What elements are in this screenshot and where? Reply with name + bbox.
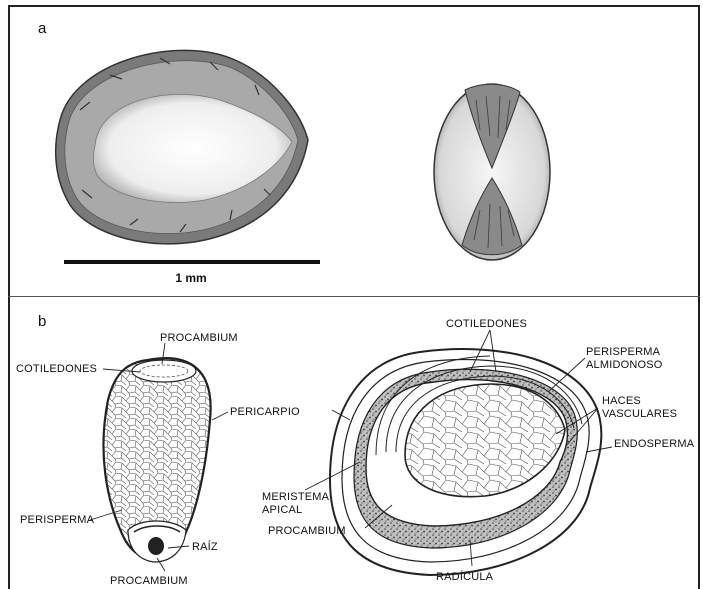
panel-a-label: a [38, 20, 47, 37]
label-raiz: RAÍZ [192, 540, 218, 553]
label-haces-1: HACES [602, 395, 641, 407]
seed-curved-section [330, 349, 601, 575]
label-cotiledones-left: COTILEDONES [16, 363, 97, 375]
label-perisperma: PERISPERMA [20, 514, 95, 526]
panel-b-label: b [38, 313, 46, 330]
label-meristema-2: APICAL [262, 504, 302, 516]
label-pericarpio: PERICARPIO [230, 406, 300, 418]
label-meristema-1: MERISTEMA [262, 491, 330, 503]
label-perisperma-almidonoso-1: PERISPERMA [586, 346, 661, 358]
scale-bar-label: 1 mm [175, 271, 206, 285]
seed-longitudinal-section [103, 358, 210, 562]
label-perisperma-almidonoso-2: ALMIDONOSO [586, 359, 663, 371]
label-haces-2: VASCULARES [602, 408, 677, 420]
label-procambium-right: PROCAMBIUM [268, 525, 346, 537]
seed-front-view [434, 84, 550, 260]
seed-side-view [56, 50, 308, 244]
label-cotiledones-right: COTILEDONES [446, 318, 527, 330]
label-radicula: RADÍCULA [436, 570, 494, 583]
label-procambium-top: PROCAMBIUM [160, 332, 238, 344]
label-procambium-bottom: PROCAMBIUM [110, 575, 188, 587]
label-endosperma: ENDOSPERMA [614, 438, 695, 450]
